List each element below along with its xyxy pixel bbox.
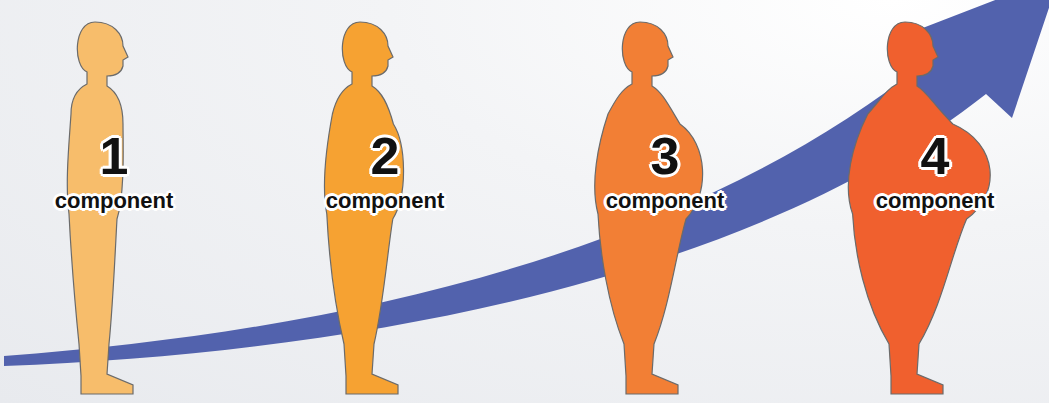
stage-text-group: 1 component [4, 130, 224, 212]
stage-label: component [55, 190, 174, 212]
stage-text-group: 4 component [825, 130, 1045, 212]
stage-label: component [606, 190, 725, 212]
stage-number: 3 [651, 130, 680, 182]
person-figure: 4 component [785, 12, 1025, 397]
stage-text-group: 3 component [555, 130, 775, 212]
stage-label: component [326, 190, 445, 212]
person-figure: 2 component [240, 12, 480, 397]
stage-number: 2 [371, 130, 400, 182]
stage-label: component [876, 190, 995, 212]
stage-text-group: 2 component [275, 130, 495, 212]
stage-number: 4 [921, 130, 950, 182]
person-figure: 1 component [0, 12, 215, 397]
stage-number: 1 [100, 130, 129, 182]
person-figure: 3 component [520, 12, 760, 397]
